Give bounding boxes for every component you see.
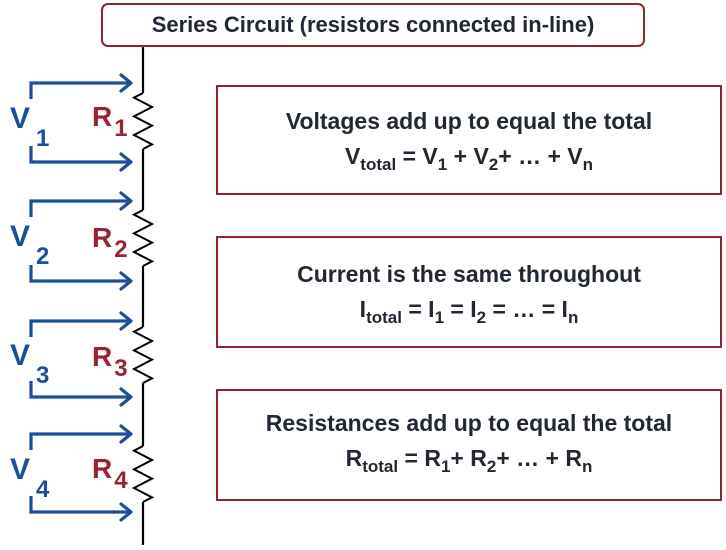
voltage-rule-formula: Vtotal = V1 + V2+ … + Vn [344, 143, 594, 174]
voltage-label-3: V3 [10, 339, 50, 390]
resistor-4-zigzag-icon [131, 445, 155, 503]
resistor-label-2: R2 [92, 222, 128, 264]
current-rule-heading: Current is the same throughout [297, 261, 641, 287]
voltage-2-top-arrow-icon [29, 191, 133, 217]
voltage-1-top-arrow-icon [29, 73, 133, 99]
current-rule-formula: Itotal = I1 = I2 = … = In [359, 296, 579, 327]
resistor-2-zigzag-icon [131, 209, 155, 267]
voltage-3-bottom-arrow-icon [29, 381, 133, 407]
voltage-2-bottom-arrow-icon [29, 265, 133, 291]
voltage-label-4: V4 [10, 453, 50, 504]
voltage-label-2: V2 [10, 220, 50, 271]
resistor-label-1: R1 [92, 101, 128, 143]
current-rule-box: Current is the same throughout Itotal = … [216, 236, 722, 348]
resistance-rule-box: Resistances add up to equal the total Rt… [216, 389, 722, 501]
resistor-label-4: R4 [92, 453, 128, 495]
voltage-1-bottom-arrow-icon [29, 146, 133, 172]
resistor-3-zigzag-icon [131, 326, 155, 384]
resistance-rule-formula: Rtotal = R1+ R2+ … + Rn [345, 445, 593, 476]
voltage-rule-box: Voltages add up to equal the total Vtota… [216, 85, 722, 195]
diagram-title: Series Circuit (resistors connected in-l… [101, 3, 645, 47]
resistor-label-3: R3 [92, 341, 128, 383]
resistor-1-zigzag-icon [131, 92, 155, 150]
voltage-4-top-arrow-icon [29, 424, 133, 450]
resistance-rule-heading: Resistances add up to equal the total [265, 410, 673, 436]
voltage-label-1: V1 [10, 102, 50, 153]
title-text: Series Circuit (resistors connected in-l… [151, 12, 595, 37]
voltage-4-bottom-arrow-icon [29, 496, 133, 522]
voltage-3-top-arrow-icon [29, 311, 133, 337]
voltage-rule-heading: Voltages add up to equal the total [285, 108, 653, 134]
